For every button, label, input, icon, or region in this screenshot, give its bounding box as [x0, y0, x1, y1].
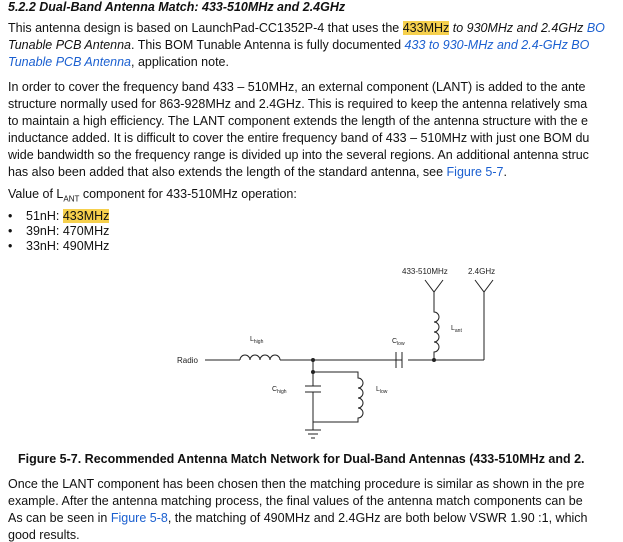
para3-text: , the matching of 490MHz and 2.4GHz are … — [167, 511, 588, 525]
bullet-icon: • — [8, 224, 13, 238]
ground-icon — [305, 429, 321, 439]
para2-line: structure normally used for 863-928MHz a… — [8, 97, 588, 111]
junction-dot-icon — [311, 370, 315, 374]
value-line-prefix: Value of L — [8, 187, 64, 201]
label-lhigh: Lhigh — [250, 336, 264, 345]
clow-capacitor-icon — [395, 352, 403, 368]
para3-line: As can be seen in Figure 5-8, the matchi… — [8, 510, 588, 527]
antenna-match-network-diagram: 433-510MHz 2.4GHz Radio Lhigh Clow Lant … — [177, 267, 495, 439]
bullet-icon: • — [8, 239, 13, 253]
para3-line: Once the LANT component has been chosen … — [8, 477, 585, 491]
list-item: • 33nH: 490MHz — [8, 238, 109, 255]
value-line-suffix: component for 433-510MHz operation: — [79, 187, 297, 201]
highlight-433mhz: 433MHz — [62, 209, 110, 223]
app-note-link-cont[interactable]: Tunable PCB Antenna — [8, 55, 131, 69]
para1-line3: Tunable PCB Antenna, application note. — [8, 54, 229, 71]
para1-italic-text: to 930MHz and 2.4GHz — [449, 21, 587, 35]
lhigh-inductor-icon — [239, 354, 281, 361]
list-item-text: 33nH: 490MHz — [26, 239, 110, 253]
lant-inductor-icon — [433, 306, 440, 360]
value-line: Value of LANT component for 433-510MHz o… — [8, 186, 297, 208]
para1-text: . This BOM Tunable Antenna is fully docu… — [131, 38, 405, 52]
para1-text: , application note. — [131, 55, 229, 69]
para3-line: good results. — [8, 528, 80, 542]
para1-line1: This antenna design is based on LaunchPa… — [8, 20, 605, 37]
label-llow: Llow — [376, 386, 388, 395]
tunable-pcb-antenna-text: Tunable PCB Antenna — [8, 38, 131, 52]
para1-text: This antenna design is based on LaunchPa… — [8, 21, 403, 35]
bullet-icon: • — [8, 209, 13, 223]
para2-line: In order to cover the frequency band 433… — [8, 80, 586, 94]
label-lant: Lant — [451, 325, 462, 334]
list-item-text: 51nH: — [26, 209, 63, 223]
para3-text: As can be seen in — [8, 511, 111, 525]
figure-5-8-link[interactable]: Figure 5-8 — [110, 511, 168, 525]
bom-antenna-link[interactable]: BO — [586, 21, 605, 35]
para1-line2: Tunable PCB Antenna. This BOM Tunable An… — [8, 37, 589, 54]
para2-line: wide bandwidth so the frequency range is… — [8, 148, 589, 162]
list-item-text: 39nH: 470MHz — [26, 224, 110, 238]
figure-5-7-link[interactable]: Figure 5-7 — [446, 165, 504, 179]
para3-line: example. After the antenna matching proc… — [8, 494, 583, 508]
figure-caption: Figure 5-7. Recommended Antenna Match Ne… — [18, 452, 585, 466]
value-line-sub: ANT — [63, 194, 80, 204]
label-radio: Radio — [177, 356, 198, 365]
label-2-4ghz: 2.4GHz — [468, 267, 495, 276]
para2-text: has also been added that also extends th… — [8, 165, 447, 179]
label-chigh: Chigh — [272, 386, 287, 395]
antenna-433-symbol-icon — [424, 279, 444, 306]
label-clow: Clow — [392, 338, 405, 347]
para2-line-last: has also been added that also extends th… — [8, 164, 507, 181]
list-item: • 51nH: 433MHz — [8, 208, 110, 225]
junction-dot-icon — [311, 358, 315, 362]
app-note-link[interactable]: 433 to 930-MHz and 2.4-GHz BO — [404, 38, 590, 52]
para2-line: inductance added. It is difficult to cov… — [8, 131, 590, 145]
section-heading: 5.2.2 Dual-Band Antenna Match: 433-510MH… — [8, 0, 346, 14]
list-item: • 39nH: 470MHz — [8, 223, 109, 240]
highlight-433mhz: 433MHz — [402, 21, 450, 35]
label-433-510mhz: 433-510MHz — [402, 267, 448, 276]
para2-text: . — [503, 165, 507, 179]
llow-inductor-icon — [313, 371, 364, 423]
para2-line: to maintain a high efficiency. The LANT … — [8, 114, 588, 128]
antenna-24-symbol-icon — [474, 279, 494, 360]
junction-dot-icon — [432, 358, 436, 362]
